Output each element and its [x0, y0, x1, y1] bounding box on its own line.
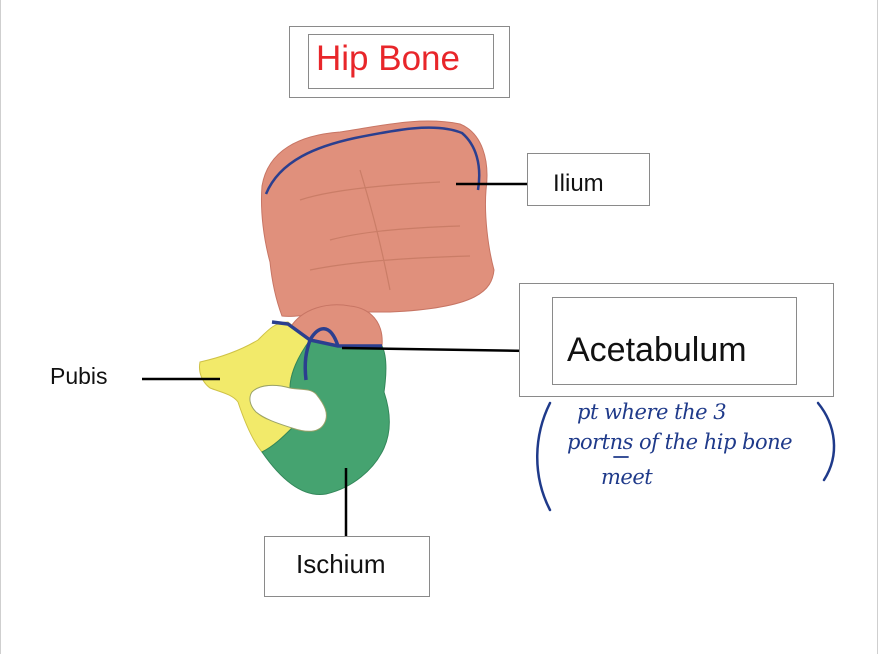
- note-left-parenthesis: [536, 401, 552, 512]
- acetabulum-label: Acetabulum: [567, 331, 747, 369]
- title-inner-box: [308, 34, 494, 89]
- note-line-3: meet: [601, 465, 653, 489]
- note-line-1: pt where the 3: [577, 400, 727, 424]
- note-line-2: portns of the hip bone: [567, 430, 793, 454]
- ilium-crest-line: [264, 126, 481, 195]
- page-left-edge: [0, 0, 1, 654]
- handwritten-note-brackets: [536, 401, 836, 512]
- ilium-region: [261, 120, 495, 317]
- note-right-parenthesis: [816, 401, 836, 482]
- acetabulum-inner-box: [552, 297, 797, 385]
- ischium-label: Ischium: [296, 549, 386, 579]
- acetabulum-leader-line: [341, 346, 531, 353]
- ilium-label: Ilium: [553, 170, 604, 197]
- ischium-label-box: [264, 536, 430, 597]
- ilium-texture: [299, 169, 471, 291]
- obturator-foramen: [249, 384, 327, 432]
- acetabulum-junction-line: [271, 320, 382, 381]
- pubis-label: Pubis: [50, 363, 108, 389]
- ilium-label-box: [527, 153, 650, 206]
- diagram-title: Hip Bone: [316, 39, 460, 78]
